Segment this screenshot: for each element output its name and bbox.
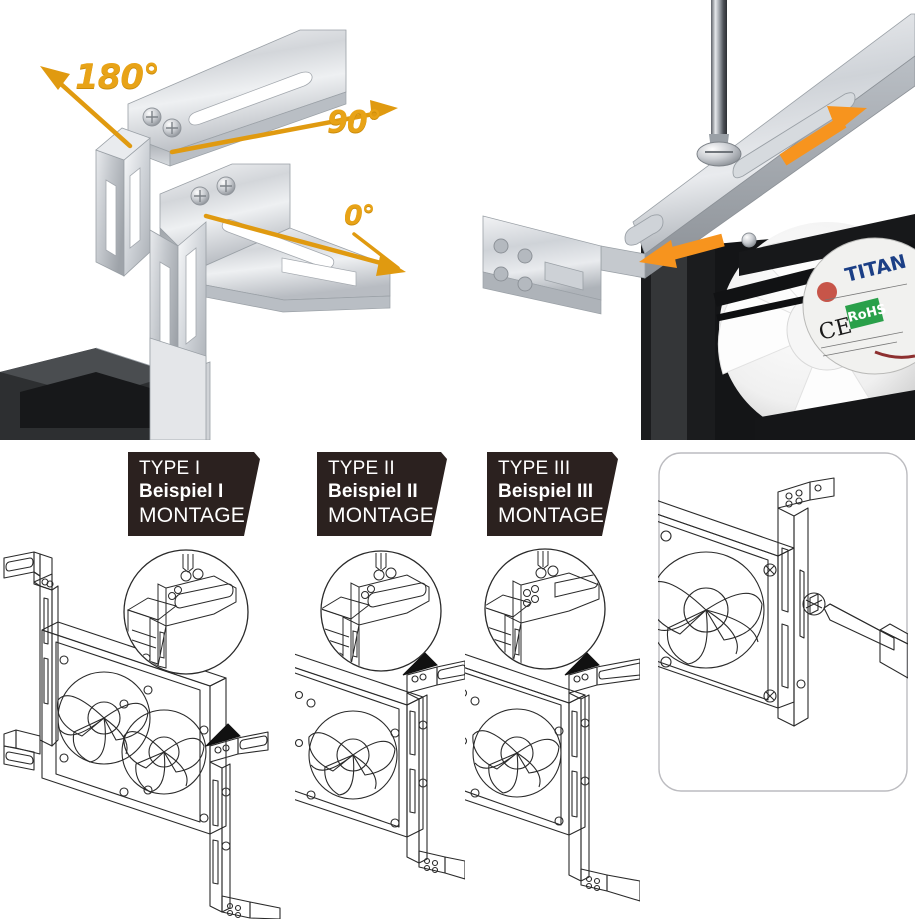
case-corner (0, 337, 211, 440)
angle-label-180: 180° (75, 57, 160, 97)
screw-head-icon (696, 141, 742, 167)
angle-label-0: 0° (344, 200, 375, 231)
screwdriver-slide-photo-panel: TITAN RoHS CE (455, 0, 915, 440)
bracket-vertical-body (95, 127, 151, 277)
detail-callout-bubble (123, 549, 249, 747)
mount-hole-icon (493, 238, 509, 254)
angle-arrows (40, 66, 406, 276)
bracket-rotation-illustration (0, 29, 406, 440)
type-1-line-art (3, 549, 281, 919)
mounting-type-2-diagram (295, 545, 465, 919)
ribbon-beispiel-label: Beispiel III (498, 481, 594, 502)
ribbon-type-label: TYPE I (139, 458, 201, 479)
ribbon-type-label: TYPE III (498, 458, 571, 479)
detail-callout-bubble (484, 548, 606, 676)
ribbon-type-1: TYPE I Beispiel I MONTAGE I (128, 452, 260, 536)
screw-insertion-line-art (658, 452, 908, 792)
slide-direction-arrows (639, 106, 867, 268)
fan-product-label: TITAN RoHS CE (802, 237, 915, 375)
mount-hole-icon (517, 276, 533, 292)
screwdriver-slide-illustration: TITAN RoHS CE (482, 0, 915, 440)
ribbon-montage-label: MONTAGE I (139, 504, 258, 527)
ribbon-montage-label: MONTAGE II (328, 504, 453, 527)
screw-icon (741, 232, 757, 248)
screwdriver (696, 0, 742, 167)
rail-slot (624, 214, 664, 246)
mount-hole-icon (517, 248, 533, 264)
ribbon-beispiel-label: Beispiel II (328, 481, 418, 502)
ribbon-beispiel-label: Beispiel I (139, 481, 224, 502)
fan-wire (874, 350, 915, 359)
mounting-type-1-diagram (0, 540, 300, 919)
screwdriver-shaft (711, 0, 727, 140)
ribbon-montage-label: MONTAGE III (498, 504, 629, 527)
ribbon-type-2: TYPE II Beispiel II MONTAGE II (317, 452, 453, 536)
ribbon-type-label: TYPE II (328, 458, 395, 479)
angle-label-90: 90° (327, 105, 382, 140)
type-3-line-art (465, 548, 640, 902)
screw-insertion-detail-panel (658, 452, 908, 792)
detail-callout-bubble (320, 550, 442, 676)
bracket-rotation-photo-panel: 180° 90° 0° (0, 0, 460, 440)
mounting-type-3-diagram (465, 545, 640, 919)
ribbon-type-3: TYPE III Beispiel III MONTAGE III (487, 452, 629, 536)
detail-box-border (658, 452, 908, 792)
type-2-line-art (295, 550, 465, 880)
upper-bracket-arm (127, 29, 347, 167)
mount-hole-icon (493, 266, 509, 282)
